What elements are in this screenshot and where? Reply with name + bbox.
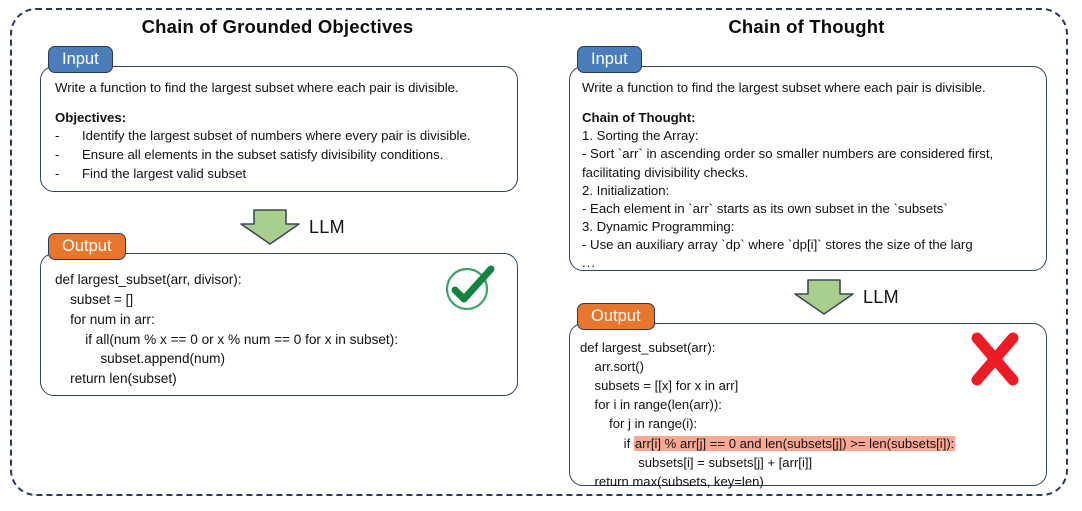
objective-item: - Identify the largest subset of numbers… (55, 127, 505, 146)
objective-item: - Find the largest valid subset (55, 165, 505, 184)
code-line-prefix: if (580, 435, 634, 451)
code-line-highlighted: arr[i] % arr[j] == 0 and len(subsets[j])… (633, 435, 956, 451)
llm-label-cgo: LLM (309, 216, 345, 237)
cot-step: - Each element in `arr` starts as its ow… (582, 200, 948, 216)
cot-heading: Chain of Thought: (582, 109, 696, 125)
input-card-cot: Write a function to find the largest sub… (569, 66, 1047, 271)
page-title-chain-of-thought: Chain of Thought (728, 16, 885, 37)
code-line: return max(subsets, key=len) (580, 473, 764, 489)
badge-output-cot: Output (577, 303, 655, 330)
bullet-dash-icon: - (55, 128, 60, 144)
page-title-chain-of-grounded-objectives: Chain of Grounded Objectives (141, 16, 414, 37)
objectives-heading: Objectives: (55, 109, 127, 125)
llm-label-cot: LLM (863, 286, 899, 307)
cot-step: 3. Dynamic Programming: (582, 218, 735, 234)
badge-input-cgo: Input (48, 46, 113, 73)
code-line: for i in range(len(arr)): (580, 397, 722, 413)
input-card-body-cot: Write a function to find the largest sub… (582, 79, 1036, 271)
bullet-dash-icon: - (55, 147, 60, 163)
panel-chain-of-grounded-objectives: Chain of Grounded Objectives Input Write… (18, 8, 537, 496)
code-line: def largest_subset(arr, divisor): (55, 272, 242, 287)
cot-step: - Sort `arr` in ascending order so small… (582, 146, 994, 180)
down-arrow-icon (794, 279, 854, 315)
outer-dashed-frame (10, 8, 1068, 496)
output-code-cgo: def largest_subset(arr, divisor): subset… (55, 270, 505, 389)
cot-step: - Use an auxiliary array `dp` where `dp[… (582, 236, 973, 252)
code-line: return len(subset) (55, 371, 177, 387)
code-line: subsets = [[x] for x in arr] (580, 378, 739, 394)
output-code-cot: def largest_subset(arr): arr.sort() subs… (580, 338, 1040, 491)
objective-text: Identify the largest subset of numbers w… (82, 128, 471, 144)
code-line: for j in range(i): (580, 416, 698, 432)
objective-item: - Ensure all elements in the subset sati… (55, 146, 505, 165)
input-prompt-cot: Write a function to find the largest sub… (582, 80, 986, 95)
cross-icon (971, 332, 1019, 386)
check-icon (445, 265, 495, 311)
code-line: subsets[i] = subsets[j] + [arr[i]] (580, 454, 813, 470)
input-prompt-cgo: Write a function to find the largest sub… (55, 80, 459, 95)
llm-arrow-group-cgo: LLM (238, 208, 345, 246)
code-line: subset = [] (55, 291, 134, 307)
code-line: def largest_subset(arr): (580, 340, 716, 355)
output-card-cot: def largest_subset(arr): arr.sort() subs… (569, 323, 1047, 489)
input-card-cgo: Write a function to find the largest sub… (40, 66, 518, 192)
bullet-dash-icon: - (55, 165, 60, 181)
cot-truncation-ellipsis: ... (582, 254, 596, 270)
badge-output-cgo: Output (48, 233, 126, 260)
code-line: if all(num % x == 0 or x % num == 0 for … (55, 331, 399, 347)
down-arrow-icon (240, 209, 300, 245)
code-line: subset.append(num) (55, 351, 226, 367)
input-card-body-cgo: Write a function to find the largest sub… (55, 79, 505, 184)
code-line: arr.sort() (580, 359, 645, 375)
objective-text: Ensure all elements in the subset satisf… (82, 147, 444, 163)
badge-input-cot: Input (577, 46, 642, 73)
code-line: for num in arr: (55, 311, 155, 327)
llm-arrow-group-cot: LLM (792, 278, 899, 316)
objective-text: Find the largest valid subset (82, 165, 247, 181)
cot-step: 1. Sorting the Array: (582, 128, 699, 144)
cot-step: 2. Initialization: (582, 182, 670, 198)
panel-chain-of-thought: Chain of Thought Input Write a function … (547, 8, 1066, 496)
output-card-cgo: def largest_subset(arr, divisor): subset… (40, 253, 518, 396)
